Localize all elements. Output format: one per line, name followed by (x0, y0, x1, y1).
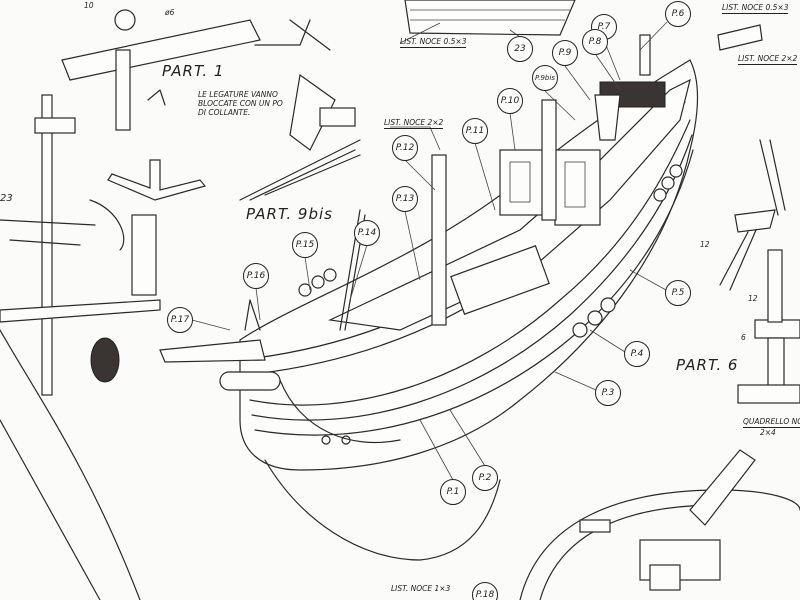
callout-p6: P.6 (665, 1, 691, 27)
mast-detail (0, 94, 161, 600)
label-23-left: 23 (0, 193, 13, 204)
ship-hull (159, 34, 699, 561)
callout-p13: P.13 (392, 186, 418, 212)
list-noce-label: LIST. NOCE 0.5×3 (400, 37, 467, 48)
quadrello-label: QUADRELLO NOCE (743, 417, 800, 428)
callout-p12: P.12 (392, 135, 418, 161)
list-noce-label: LIST. NOCE 1×3 (391, 584, 451, 593)
callout-p10: P.10 (497, 88, 523, 114)
callout-p14: P.14 (354, 220, 380, 246)
note-line: DI COLLANTE. (198, 108, 251, 117)
part9bis-title: PART. 9bis (246, 205, 333, 223)
glue-note: LE LEGATURE VANNO BLOCCATE CON UN PO DI … (198, 90, 283, 117)
boat-planking (404, 0, 576, 36)
part1-title: PART. 1 (162, 62, 225, 80)
note-line: LE LEGATURE VANNO (198, 90, 278, 99)
dimension-12-vertical: 12 (700, 240, 710, 249)
callout-p1: P.1 (440, 479, 466, 505)
list-noce-label: LIST. NOCE 0.5×3 (722, 3, 789, 14)
callout-23: 23 (507, 36, 533, 62)
callout-p16: P.16 (243, 263, 269, 289)
callout-p5: P.5 (665, 280, 691, 306)
callout-p9: P.9 (552, 40, 578, 66)
callout-p11: P.11 (462, 118, 488, 144)
part6-detail (717, 24, 800, 404)
callout-p2: P.2 (472, 465, 498, 491)
note-line: BLOCCATE CON UN PO (198, 99, 283, 108)
dimension-10: 10 (84, 1, 94, 10)
part6-title: PART. 6 (676, 356, 739, 374)
dimension-6: 6 (741, 333, 746, 342)
list-noce-label: LIST. NOCE 2×2 (384, 118, 444, 129)
quadrello-size: 2×4 (760, 428, 776, 437)
dimension-12: 12 (748, 294, 758, 303)
callout-p9bis: P.9bis (532, 65, 558, 91)
callout-p17: P.17 (167, 307, 193, 333)
capstan-detail (519, 449, 800, 600)
callout-p15: P.15 (292, 232, 318, 258)
part1-detail (61, 9, 361, 201)
callout-p4: P.4 (624, 341, 650, 367)
callout-p8: P.8 (582, 29, 608, 55)
callout-p3: P.3 (595, 380, 621, 406)
list-noce-label: LIST. NOCE 2×2 (738, 54, 798, 65)
dimension-phi6: ø6 (165, 8, 175, 17)
callout-p18: P.18 (472, 582, 498, 600)
